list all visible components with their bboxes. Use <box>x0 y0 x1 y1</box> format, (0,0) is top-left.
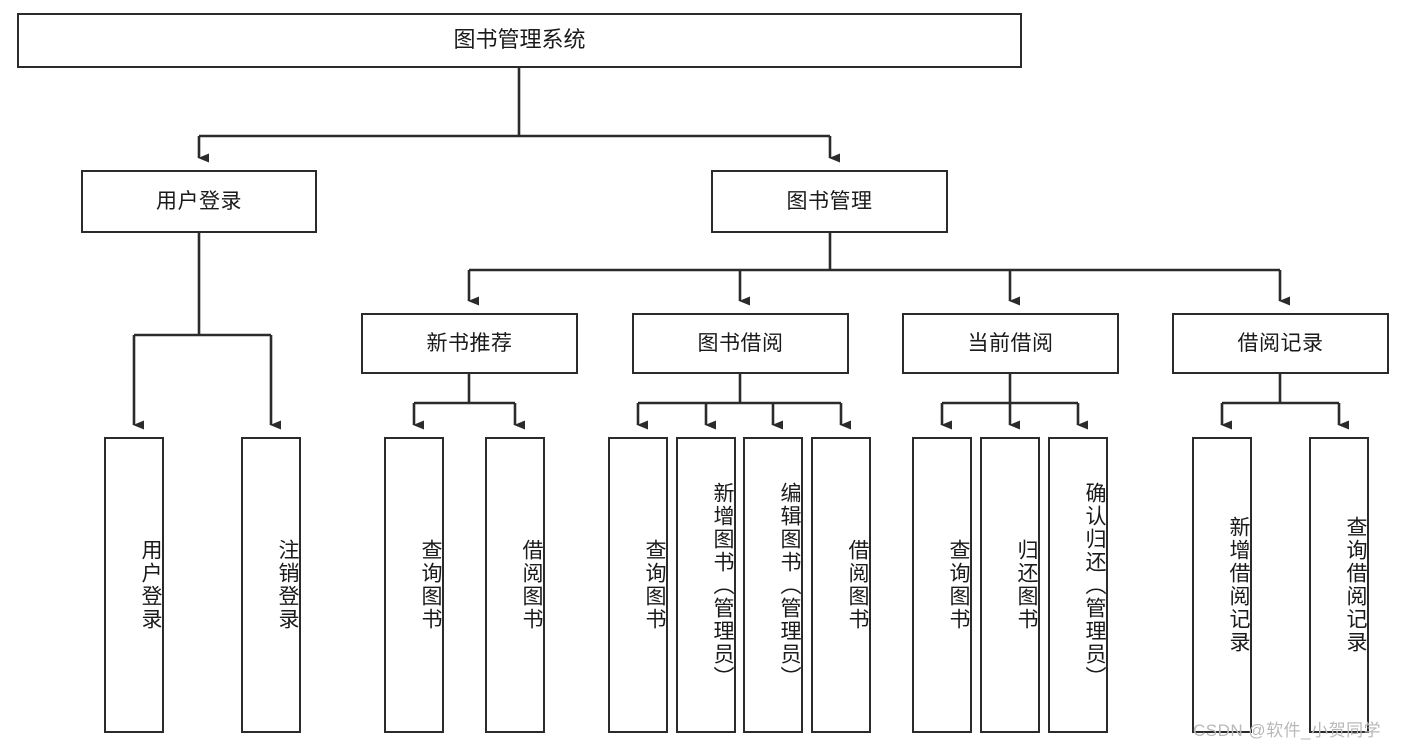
node-leaf-query-book-1[interactable]: 查询图书 <box>384 437 444 733</box>
node-label: 注销登录 <box>276 539 299 631</box>
node-label: 当前借阅 <box>967 331 1054 355</box>
node-label: 用户登录 <box>156 189 242 213</box>
node-leaf-query-book-3[interactable]: 查询图书 <box>912 437 972 733</box>
node-leaf-edit-book[interactable]: 编辑图书（管理员） <box>743 437 803 733</box>
node-label: 借阅记录 <box>1237 331 1324 355</box>
node-label: 图书管理 <box>786 189 873 213</box>
node-leaf-query-book-2[interactable]: 查询图书 <box>608 437 668 733</box>
node-label: 归还图书 <box>1015 539 1038 631</box>
node-label: 查询图书 <box>643 539 666 631</box>
node-label: 借阅图书 <box>520 539 543 631</box>
node-label: 查询借阅记录 <box>1344 516 1367 654</box>
node-book-borrow[interactable]: 图书借阅 <box>632 313 849 374</box>
node-label: 图书借阅 <box>697 331 784 355</box>
node-leaf-add-record[interactable]: 新增借阅记录 <box>1192 437 1252 733</box>
node-user-login[interactable]: 用户登录 <box>81 170 317 233</box>
node-new-book-recommend[interactable]: 新书推荐 <box>361 313 578 374</box>
node-label: 借阅图书 <box>846 539 869 631</box>
node-leaf-borrow-book-2[interactable]: 借阅图书 <box>811 437 871 733</box>
node-leaf-user-login[interactable]: 用户登录 <box>104 437 164 733</box>
node-label: 确认归还（管理员） <box>1083 481 1106 689</box>
node-leaf-add-book[interactable]: 新增图书（管理员） <box>676 437 736 733</box>
node-label: 查询图书 <box>419 539 442 631</box>
node-label: 编辑图书（管理员） <box>778 481 801 689</box>
node-leaf-logout-login[interactable]: 注销登录 <box>241 437 301 733</box>
node-book-manage[interactable]: 图书管理 <box>711 170 948 233</box>
node-leaf-borrow-book-1[interactable]: 借阅图书 <box>485 437 545 733</box>
node-label: 新书推荐 <box>426 331 513 355</box>
node-current-borrow[interactable]: 当前借阅 <box>902 313 1119 374</box>
csdn-watermark: CSDN @软件_小贺同学 <box>1193 721 1382 740</box>
node-borrow-record[interactable]: 借阅记录 <box>1172 313 1389 374</box>
node-leaf-return-book[interactable]: 归还图书 <box>980 437 1040 733</box>
node-label: 查询图书 <box>947 539 970 631</box>
node-root-system[interactable]: 图书管理系统 <box>17 13 1022 68</box>
node-label: 新增借阅记录 <box>1227 516 1250 654</box>
node-label: 图书管理系统 <box>453 27 586 53</box>
node-leaf-query-record[interactable]: 查询借阅记录 <box>1309 437 1369 733</box>
node-leaf-confirm-return[interactable]: 确认归还（管理员） <box>1048 437 1108 733</box>
node-label: 新增图书（管理员） <box>711 481 734 689</box>
node-label: 用户登录 <box>139 539 162 631</box>
